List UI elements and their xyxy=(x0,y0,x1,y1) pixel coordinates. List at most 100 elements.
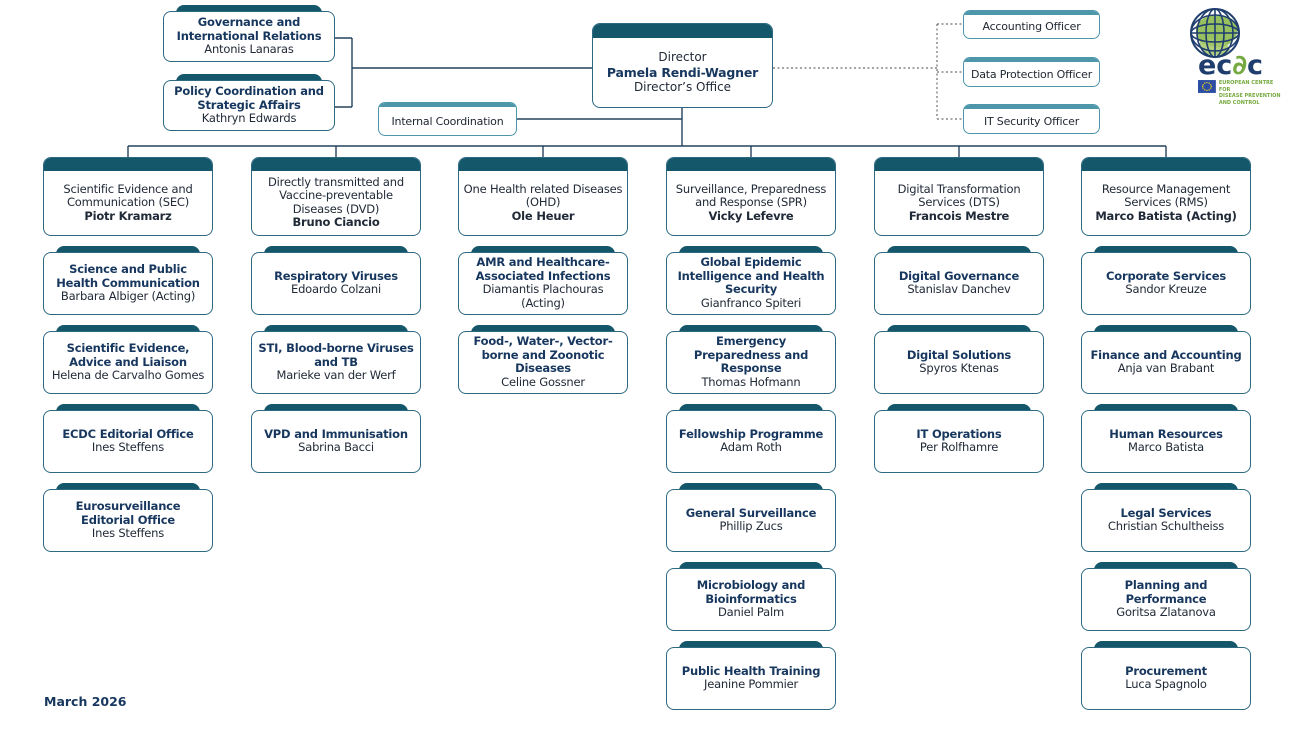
division-title: Resource Management Services (RMS) xyxy=(1101,181,1231,210)
division-title: Directly transmitted and Vaccine-prevent… xyxy=(268,174,404,216)
unit-title: Planning and Performance xyxy=(1124,578,1208,606)
unit-title: Science and Public Health Communication xyxy=(56,262,200,290)
ecdc-globe-icon xyxy=(1190,8,1240,58)
unit-box: VPD and Immunisation Sabrina Bacci xyxy=(251,404,421,473)
internal-coordination-box: Internal Coordination xyxy=(378,102,517,136)
unit-head-name: Kathryn Edwards xyxy=(201,111,297,126)
division-column-dts: Digital Transformation Services (DTS) Fr… xyxy=(874,157,1044,473)
unit-box: ECDC Editorial Office Ines Steffens xyxy=(43,404,213,473)
division-header: Directly transmitted and Vaccine-prevent… xyxy=(251,157,421,236)
unit-title: Digital Governance xyxy=(898,268,1020,283)
unit-title: Finance and Accounting xyxy=(1090,347,1242,362)
unit-box: IT Operations Per Rolfhamre xyxy=(874,404,1044,473)
unit-box: Microbiology and Bioinformatics Daniel P… xyxy=(666,562,836,631)
unit-head-name: Diamantis Plachouras (Acting) xyxy=(482,282,604,311)
division-title: Digital Transformation Services (DTS) xyxy=(897,181,1021,210)
unit-title: Procurement xyxy=(1125,663,1207,678)
director-name: Pamela Rendi-Wagner xyxy=(606,64,759,80)
unit-box: Planning and Performance Goritsa Zlatano… xyxy=(1081,562,1251,631)
unit-box: Digital Governance Stanislav Danchev xyxy=(874,246,1044,315)
unit-head-name: Christian Schultheiss xyxy=(1107,519,1225,534)
unit-head-name: Antonis Lanaras xyxy=(204,42,294,57)
division-head: Piotr Kramarz xyxy=(84,208,172,223)
unit-title: STI, Blood-borne Viruses and TB xyxy=(258,341,414,369)
division-column-dvd: Directly transmitted and Vaccine-prevent… xyxy=(251,157,421,473)
director-band xyxy=(593,24,772,38)
eu-flag-icon xyxy=(1198,80,1216,94)
division-header: Surveillance, Preparedness and Response … xyxy=(666,157,836,236)
division-column-sec: Scientific Evidence and Communication (S… xyxy=(43,157,213,552)
unit-head-name: Marco Batista xyxy=(1127,440,1205,455)
division-header: Digital Transformation Services (DTS) Fr… xyxy=(874,157,1044,236)
unit-box: Digital Solutions Spyros Ktenas xyxy=(874,325,1044,394)
division-header: Resource Management Services (RMS) Marco… xyxy=(1081,157,1251,236)
division-column-spr: Surveillance, Preparedness and Response … xyxy=(666,157,836,710)
unit-box: Scientific Evidence, Advice and Liaison … xyxy=(43,325,213,394)
unit-title: IT Operations xyxy=(916,426,1002,441)
unit-head-name: Phillip Zucs xyxy=(719,519,783,534)
unit-title: General Surveillance xyxy=(685,505,817,520)
director-office: Director’s Office xyxy=(633,80,732,95)
unit-head-name: Per Rolfhamre xyxy=(919,440,999,455)
unit-title: Microbiology and Bioinformatics xyxy=(696,578,806,606)
box-band xyxy=(964,58,1099,62)
unit-head-name: Sandor Kreuze xyxy=(1125,282,1207,297)
unit-head-name: Sabrina Bacci xyxy=(298,440,374,455)
unit-title: Policy Coordination and Strategic Affair… xyxy=(174,84,324,112)
unit-title: Respiratory Viruses xyxy=(274,268,398,283)
division-band xyxy=(252,158,420,171)
unit-box: Public Health Training Jeanine Pommier xyxy=(666,641,836,710)
division-head: Vicky Lefevre xyxy=(708,208,794,223)
unit-head-name: Helena de Carvalho Gomes xyxy=(51,368,205,383)
data-protection-officer-box: Data Protection Officer xyxy=(963,57,1100,87)
internal-coordination-label: Internal Coordination xyxy=(391,114,504,128)
unit-head-name: Stanislav Danchev xyxy=(907,282,1011,297)
division-band xyxy=(44,158,212,171)
unit-policy-coordination: Policy Coordination and Strategic Affair… xyxy=(163,74,335,131)
ecdc-logo: ec∂c EUROPEAN CENTRE FOR DISEASE PREVENT… xyxy=(1186,6,1286,106)
division-title: One Health related Diseases (OHD) xyxy=(463,181,623,210)
unit-title: Governance and International Relations xyxy=(176,15,322,43)
unit-title: Human Resources xyxy=(1109,426,1223,441)
unit-box: Legal Services Christian Schultheiss xyxy=(1081,483,1251,552)
unit-head-name: Ines Steffens xyxy=(91,440,165,455)
unit-box: Fellowship Programme Adam Roth xyxy=(666,404,836,473)
division-header: One Health related Diseases (OHD) Ole He… xyxy=(458,157,628,236)
unit-box: Finance and Accounting Anja van Brabant xyxy=(1081,325,1251,394)
unit-box: Procurement Luca Spagnolo xyxy=(1081,641,1251,710)
box-band xyxy=(964,105,1099,109)
unit-head-name: Luca Spagnolo xyxy=(1125,677,1207,692)
box-band xyxy=(964,11,1099,15)
unit-head-name: Adam Roth xyxy=(720,440,782,455)
ecdc-wordmark-d: ∂ xyxy=(1232,50,1248,81)
unit-box: STI, Blood-borne Viruses and TB Marieke … xyxy=(251,325,421,394)
division-band xyxy=(459,158,627,171)
ecdc-wordmark: ec∂c xyxy=(1198,50,1264,81)
division-head: Marco Batista (Acting) xyxy=(1095,208,1237,223)
division-head: Francois Mestre xyxy=(908,208,1010,223)
officer-label: Data Protection Officer xyxy=(970,67,1093,81)
unit-head-name: Spyros Ktenas xyxy=(919,361,999,376)
unit-head-name: Thomas Hofmann xyxy=(701,374,801,389)
division-band xyxy=(667,158,835,171)
unit-title: Global Epidemic Intelligence and Health … xyxy=(677,255,825,297)
division-title: Scientific Evidence and Communication (S… xyxy=(63,181,193,210)
unit-head-name: Anja van Brabant xyxy=(1117,361,1215,376)
unit-head-name: Barbara Albiger (Acting) xyxy=(60,289,196,304)
unit-head-name: Marieke van der Werf xyxy=(276,368,396,383)
division-title: Surveillance, Preparedness and Response … xyxy=(675,181,827,210)
director-role: Director xyxy=(658,49,707,64)
division-band xyxy=(875,158,1043,171)
unit-head-name: Goritsa Zlatanova xyxy=(1116,605,1216,620)
unit-title: Scientific Evidence, Advice and Liaison xyxy=(66,341,190,369)
unit-box: Eurosurveillance Editorial Office Ines S… xyxy=(43,483,213,552)
unit-title: Public Health Training xyxy=(681,663,821,678)
division-head: Ole Heuer xyxy=(511,208,575,223)
accounting-officer-box: Accounting Officer xyxy=(963,10,1100,39)
unit-box: Science and Public Health Communication … xyxy=(43,246,213,315)
unit-title: Emergency Preparedness and Response xyxy=(693,334,809,376)
unit-title: Eurosurveillance Editorial Office xyxy=(75,499,181,527)
box-band xyxy=(379,103,516,107)
